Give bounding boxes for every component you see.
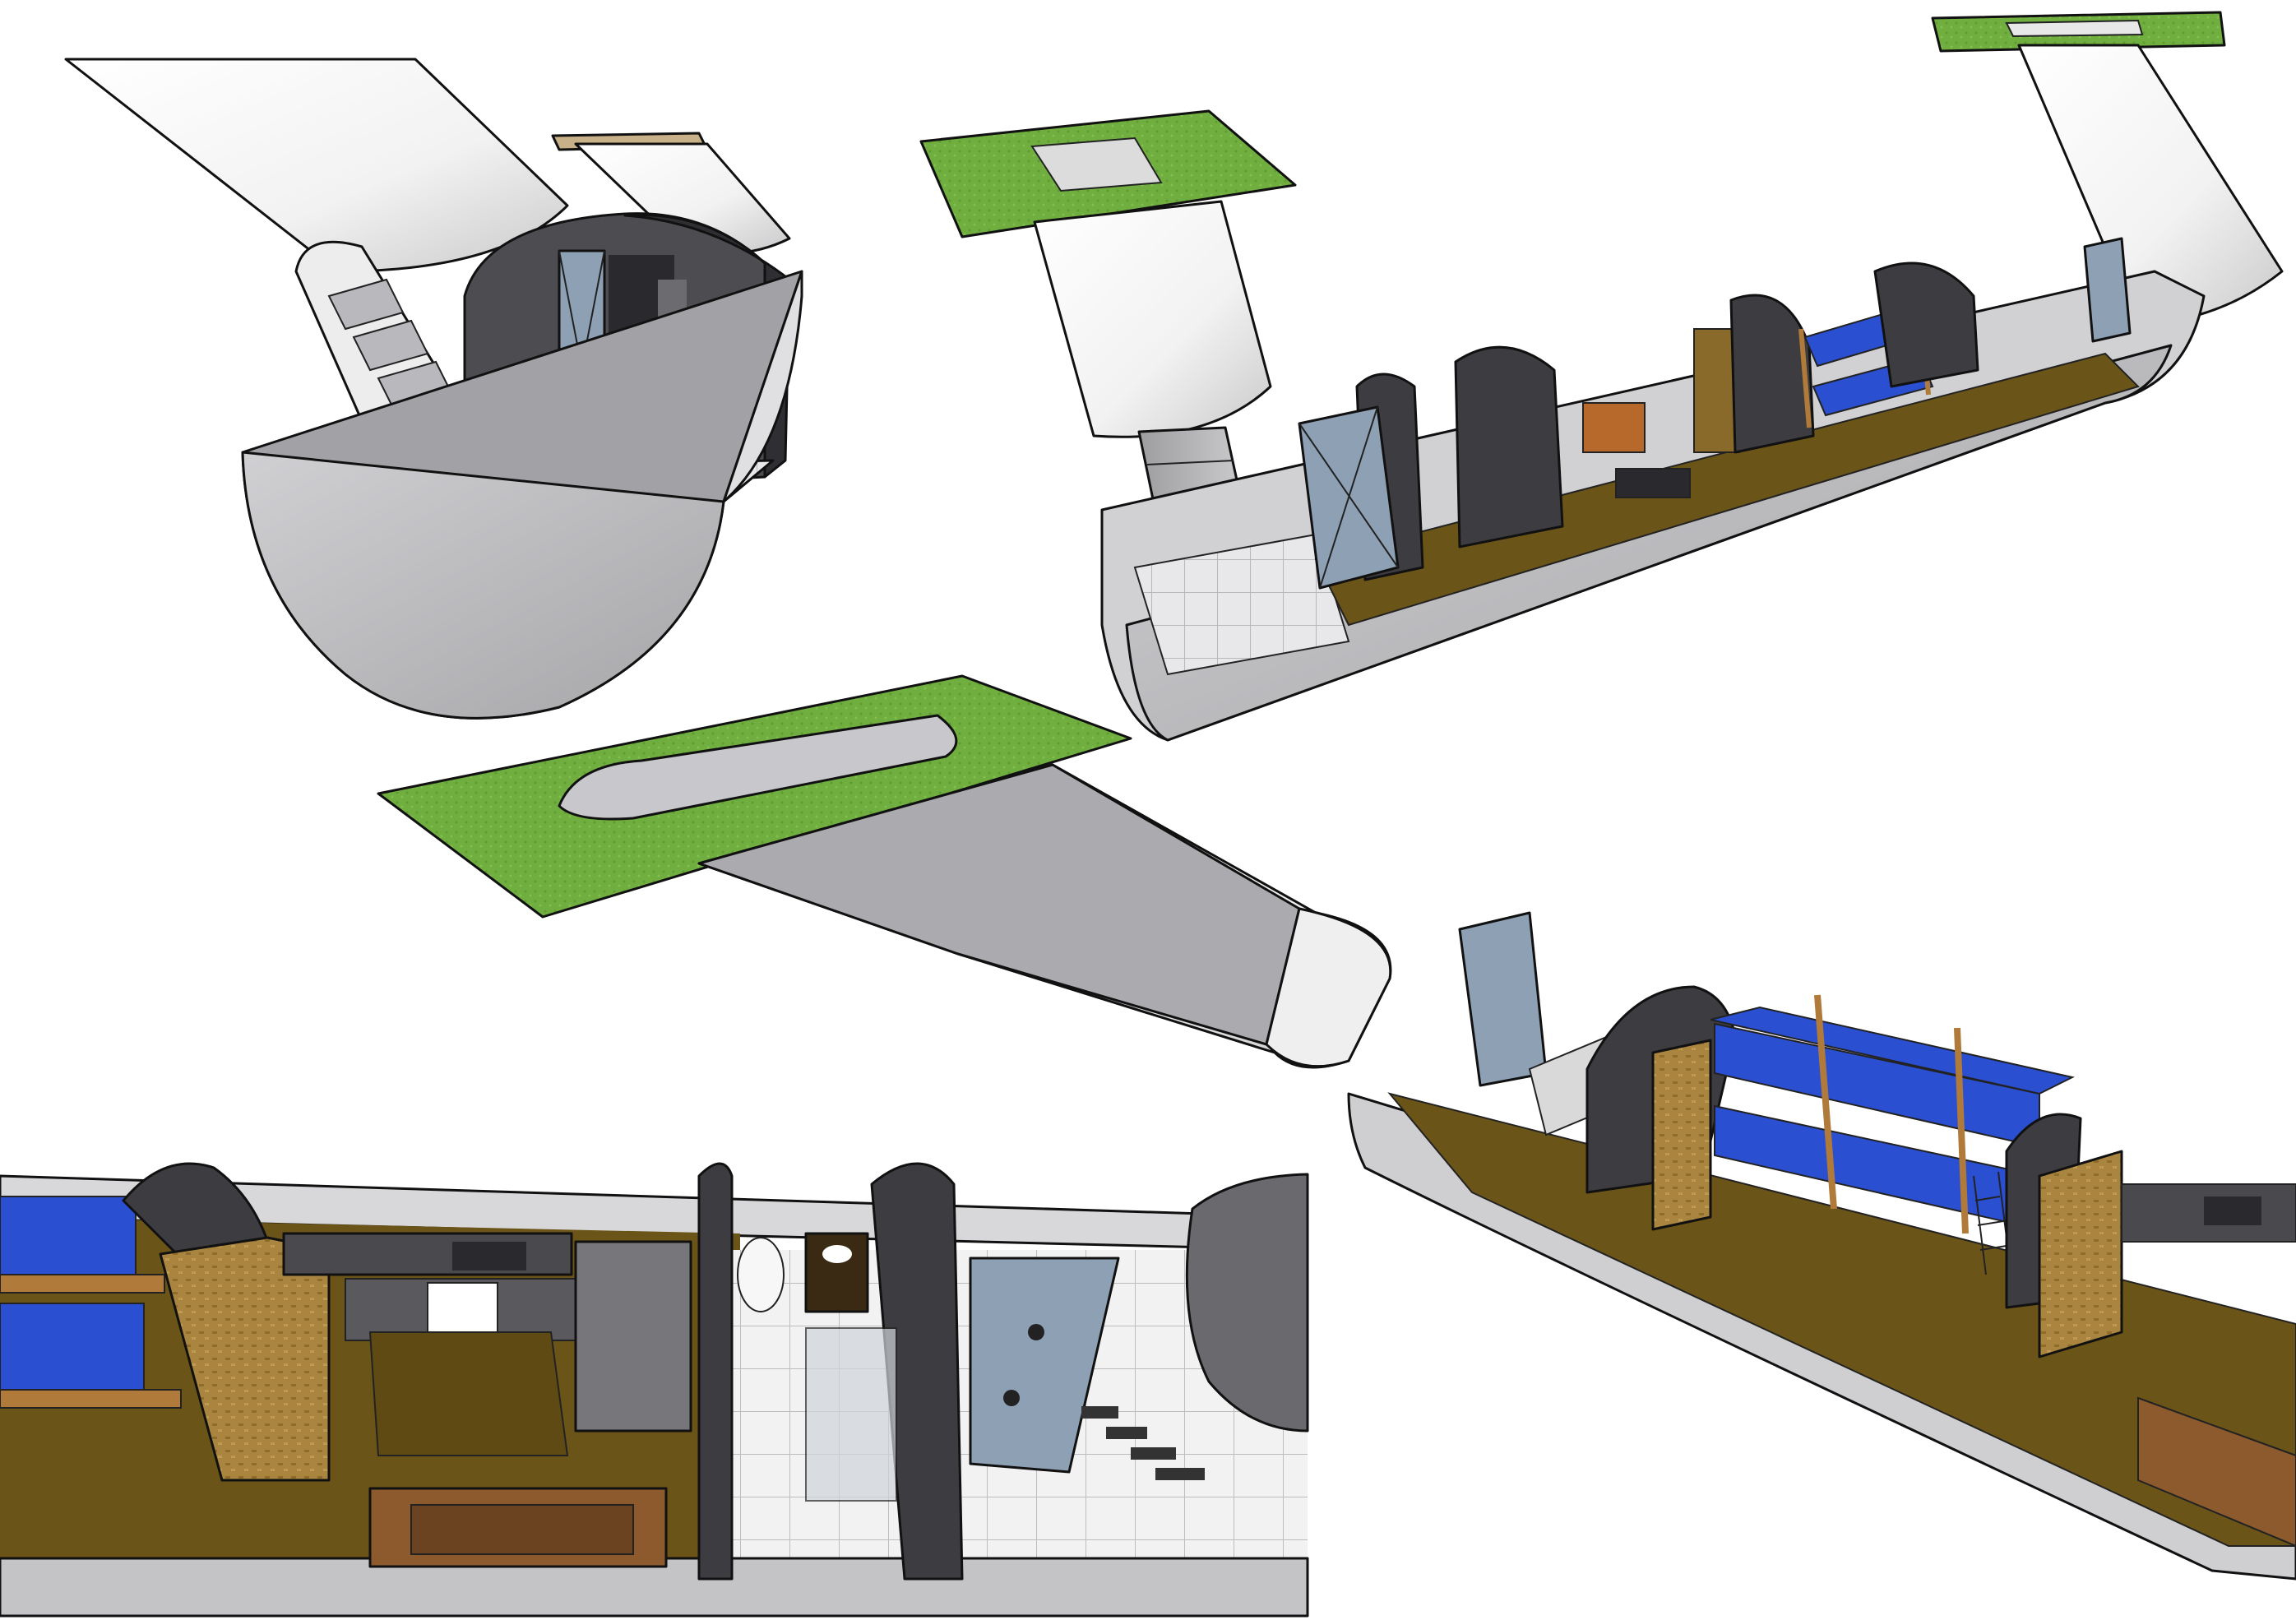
kitchen-counter [282,1232,573,1276]
sofa [1582,402,1646,453]
connector-tunnel [377,674,1392,1069]
blast-door-icon [2083,237,2132,343]
bunk-bed-icon [0,1196,182,1409]
blast-door-icon [1458,911,1548,1087]
vanity [804,1232,869,1313]
entry-stair-cutaway [64,58,803,720]
bunk-room-pipe [1347,911,2296,1581]
stair-icon [1081,1406,1205,1480]
main-shelter-pipe [919,11,2284,742]
refrigerator [574,1240,692,1433]
bunk-bed-icon [1710,994,2075,1234]
blast-door-icon [1298,405,1400,590]
interior-floor-plan-view [0,1162,1309,1618]
toilet-icon [737,1237,785,1312]
sink-icon [452,1242,526,1271]
sink-icon [822,1245,852,1263]
sink-icon [2204,1196,2261,1225]
kitchen-counter [1615,468,1691,498]
